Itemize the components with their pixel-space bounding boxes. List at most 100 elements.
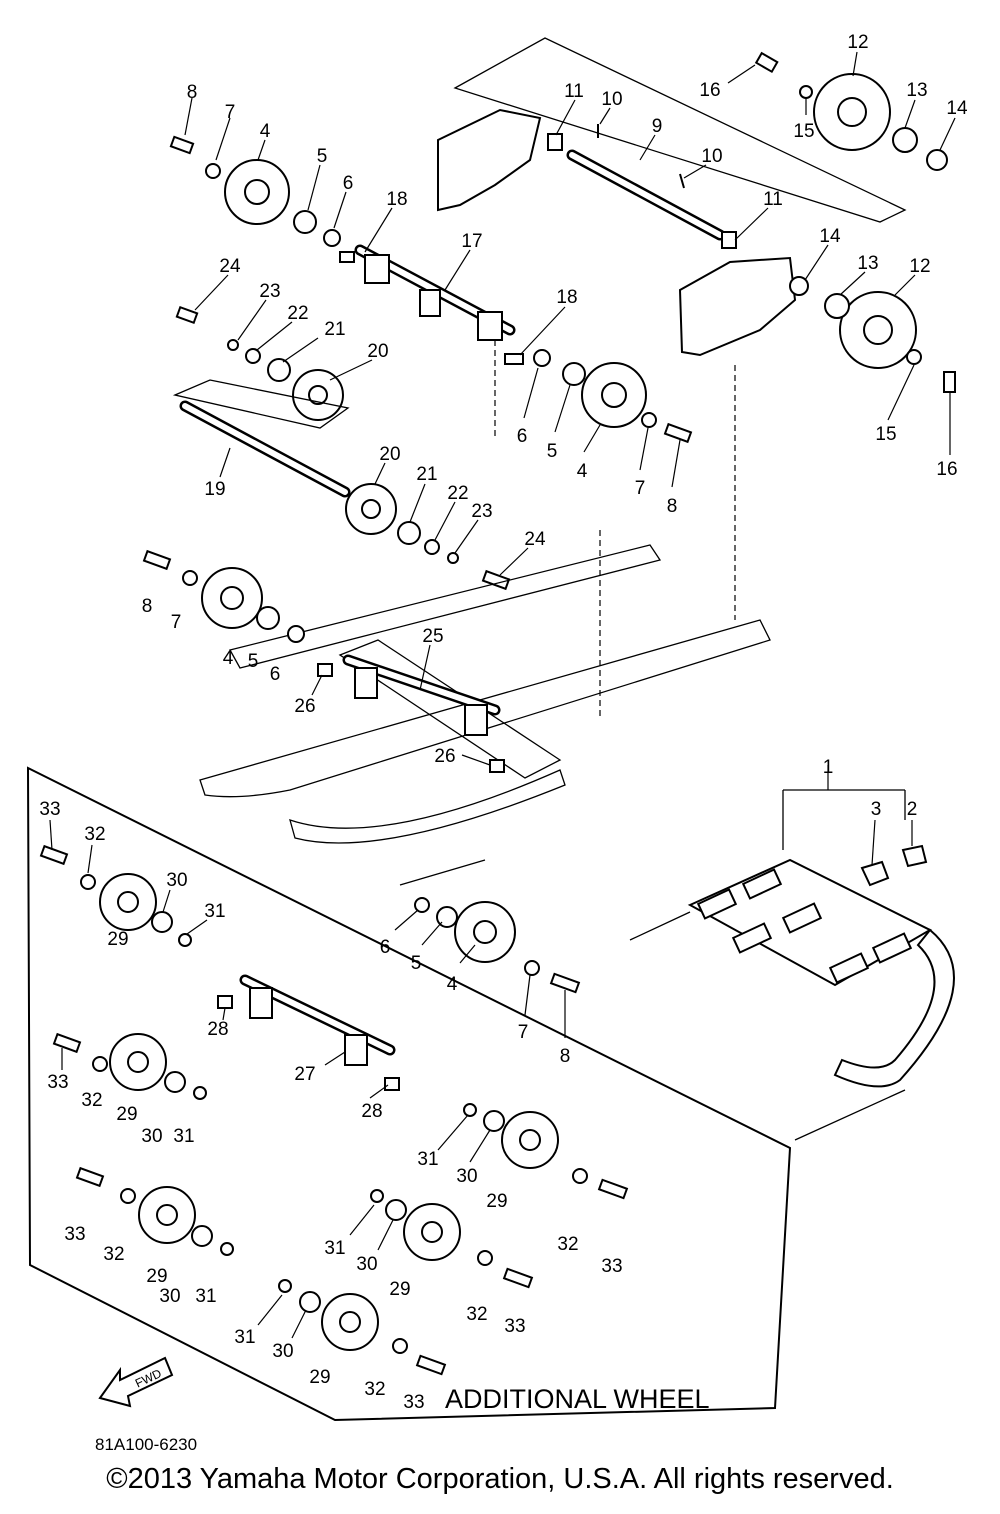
bolt-28a: [217, 995, 233, 1009]
callout-22b: 22: [447, 483, 468, 504]
callout-14b: 14: [819, 226, 841, 247]
callout-30c: 30: [159, 1286, 180, 1307]
callout-14: 14: [946, 98, 968, 119]
callout-31a: 31: [204, 901, 225, 922]
bracket-17b: [419, 289, 441, 317]
callout-28a: 28: [207, 1019, 228, 1040]
callout-23: 23: [259, 281, 280, 302]
callout-20b: 20: [379, 444, 400, 465]
bracket-25b: [464, 704, 488, 736]
rail-lower: [199, 619, 771, 798]
clip-3: [860, 860, 890, 887]
bearing-21b: [397, 521, 421, 545]
callout-29f: 29: [309, 1367, 330, 1388]
copyright-notice: ©2013 Yamaha Motor Corporation, U.S.A. A…: [106, 1463, 894, 1495]
rail-upper-left: [229, 544, 662, 669]
callout-32c: 32: [103, 1244, 124, 1265]
bracket-17a: [364, 254, 390, 284]
callout-12b: 12: [909, 256, 930, 277]
bearing-5c: [256, 606, 280, 630]
callout-17: 17: [461, 231, 482, 252]
callout-29b: 29: [116, 1104, 137, 1125]
callout-24: 24: [219, 256, 241, 277]
callout-3: 3: [871, 799, 882, 820]
callout-33e: 33: [504, 1316, 525, 1337]
ring-22b: [424, 539, 440, 555]
callout-10: 10: [601, 89, 622, 110]
ring-6a: [323, 229, 341, 247]
callout-4: 4: [260, 121, 271, 142]
callout-10b: 10: [701, 146, 722, 167]
rear-arm-left: [437, 108, 542, 212]
callout-9: 9: [652, 116, 663, 137]
bracket-27a: [249, 987, 273, 1019]
ring-6c: [287, 625, 305, 643]
washer-7b: [641, 412, 657, 428]
callout-31d: 31: [417, 1149, 438, 1170]
bolt-24b: [481, 569, 511, 591]
callout-1: 1: [823, 757, 834, 778]
callout-25: 25: [422, 626, 443, 647]
callout-32b: 32: [81, 1090, 102, 1111]
clip-2: [901, 844, 928, 868]
callout-2: 2: [907, 799, 918, 820]
callout-19: 19: [204, 479, 225, 500]
bolt-24a: [175, 305, 199, 325]
callout-5c: 5: [248, 651, 259, 672]
callout-15b: 15: [875, 424, 896, 445]
callout-7: 7: [225, 102, 236, 123]
ring-22a: [245, 348, 261, 364]
callout-5d: 5: [411, 953, 422, 974]
additional-wheel-outline: [26, 766, 792, 1422]
callout-8: 8: [187, 82, 198, 103]
callout-22: 22: [287, 303, 308, 324]
callout-15: 15: [793, 121, 814, 142]
bolt-8a: [169, 135, 195, 155]
callout-32f: 32: [364, 1379, 385, 1400]
bearing-13b: [824, 293, 850, 319]
middle-shaft-group: [172, 379, 511, 591]
callout-16b: 16: [936, 459, 957, 480]
ring-6d: [414, 897, 430, 913]
fwd-arrow: FWD: [98, 1356, 174, 1408]
callout-11: 11: [564, 81, 584, 102]
callout-13: 13: [906, 80, 927, 101]
callout-31c: 31: [195, 1286, 216, 1307]
callout-29c: 29: [146, 1266, 167, 1287]
bolt-18b: [504, 353, 524, 365]
washer-23a: [227, 339, 239, 351]
callout-31f: 31: [234, 1327, 255, 1348]
washer-7c: [182, 570, 198, 586]
callout-30b: 30: [141, 1126, 162, 1147]
callout-29d: 29: [486, 1191, 507, 1212]
callout-21: 21: [324, 319, 345, 340]
shaft-19-frame: [172, 379, 350, 429]
additional-wheel-frame: [26, 766, 792, 1422]
rear-axle-group: [437, 37, 956, 393]
bolt-8d: [549, 972, 581, 994]
callout-33f: 33: [403, 1392, 424, 1413]
callout-30d: 30: [456, 1166, 477, 1187]
bolt-28b: [384, 1077, 400, 1091]
bracket-11a: [547, 133, 563, 151]
callout-30a: 30: [166, 870, 187, 891]
callout-26: 26: [294, 696, 315, 717]
bolt-18a: [339, 251, 355, 263]
callout-4c: 4: [223, 648, 234, 669]
callout-23b: 23: [471, 501, 492, 522]
callout-24b: 24: [524, 529, 546, 550]
rear-group-frame: [453, 37, 907, 223]
bracket-11b: [721, 231, 737, 249]
callout-7c: 7: [171, 612, 182, 633]
callout-29a: 29: [107, 929, 128, 950]
callout-30f: 30: [272, 1341, 293, 1362]
callout-20: 20: [367, 341, 388, 362]
callout-30e: 30: [356, 1254, 377, 1275]
washer-7a: [205, 163, 221, 179]
diagram-code: 81A100-6230: [95, 1435, 197, 1454]
washer-7d: [524, 960, 540, 976]
bolt-26a: [317, 663, 333, 677]
bolt-26b: [489, 759, 505, 773]
rail-skid: [289, 769, 566, 844]
